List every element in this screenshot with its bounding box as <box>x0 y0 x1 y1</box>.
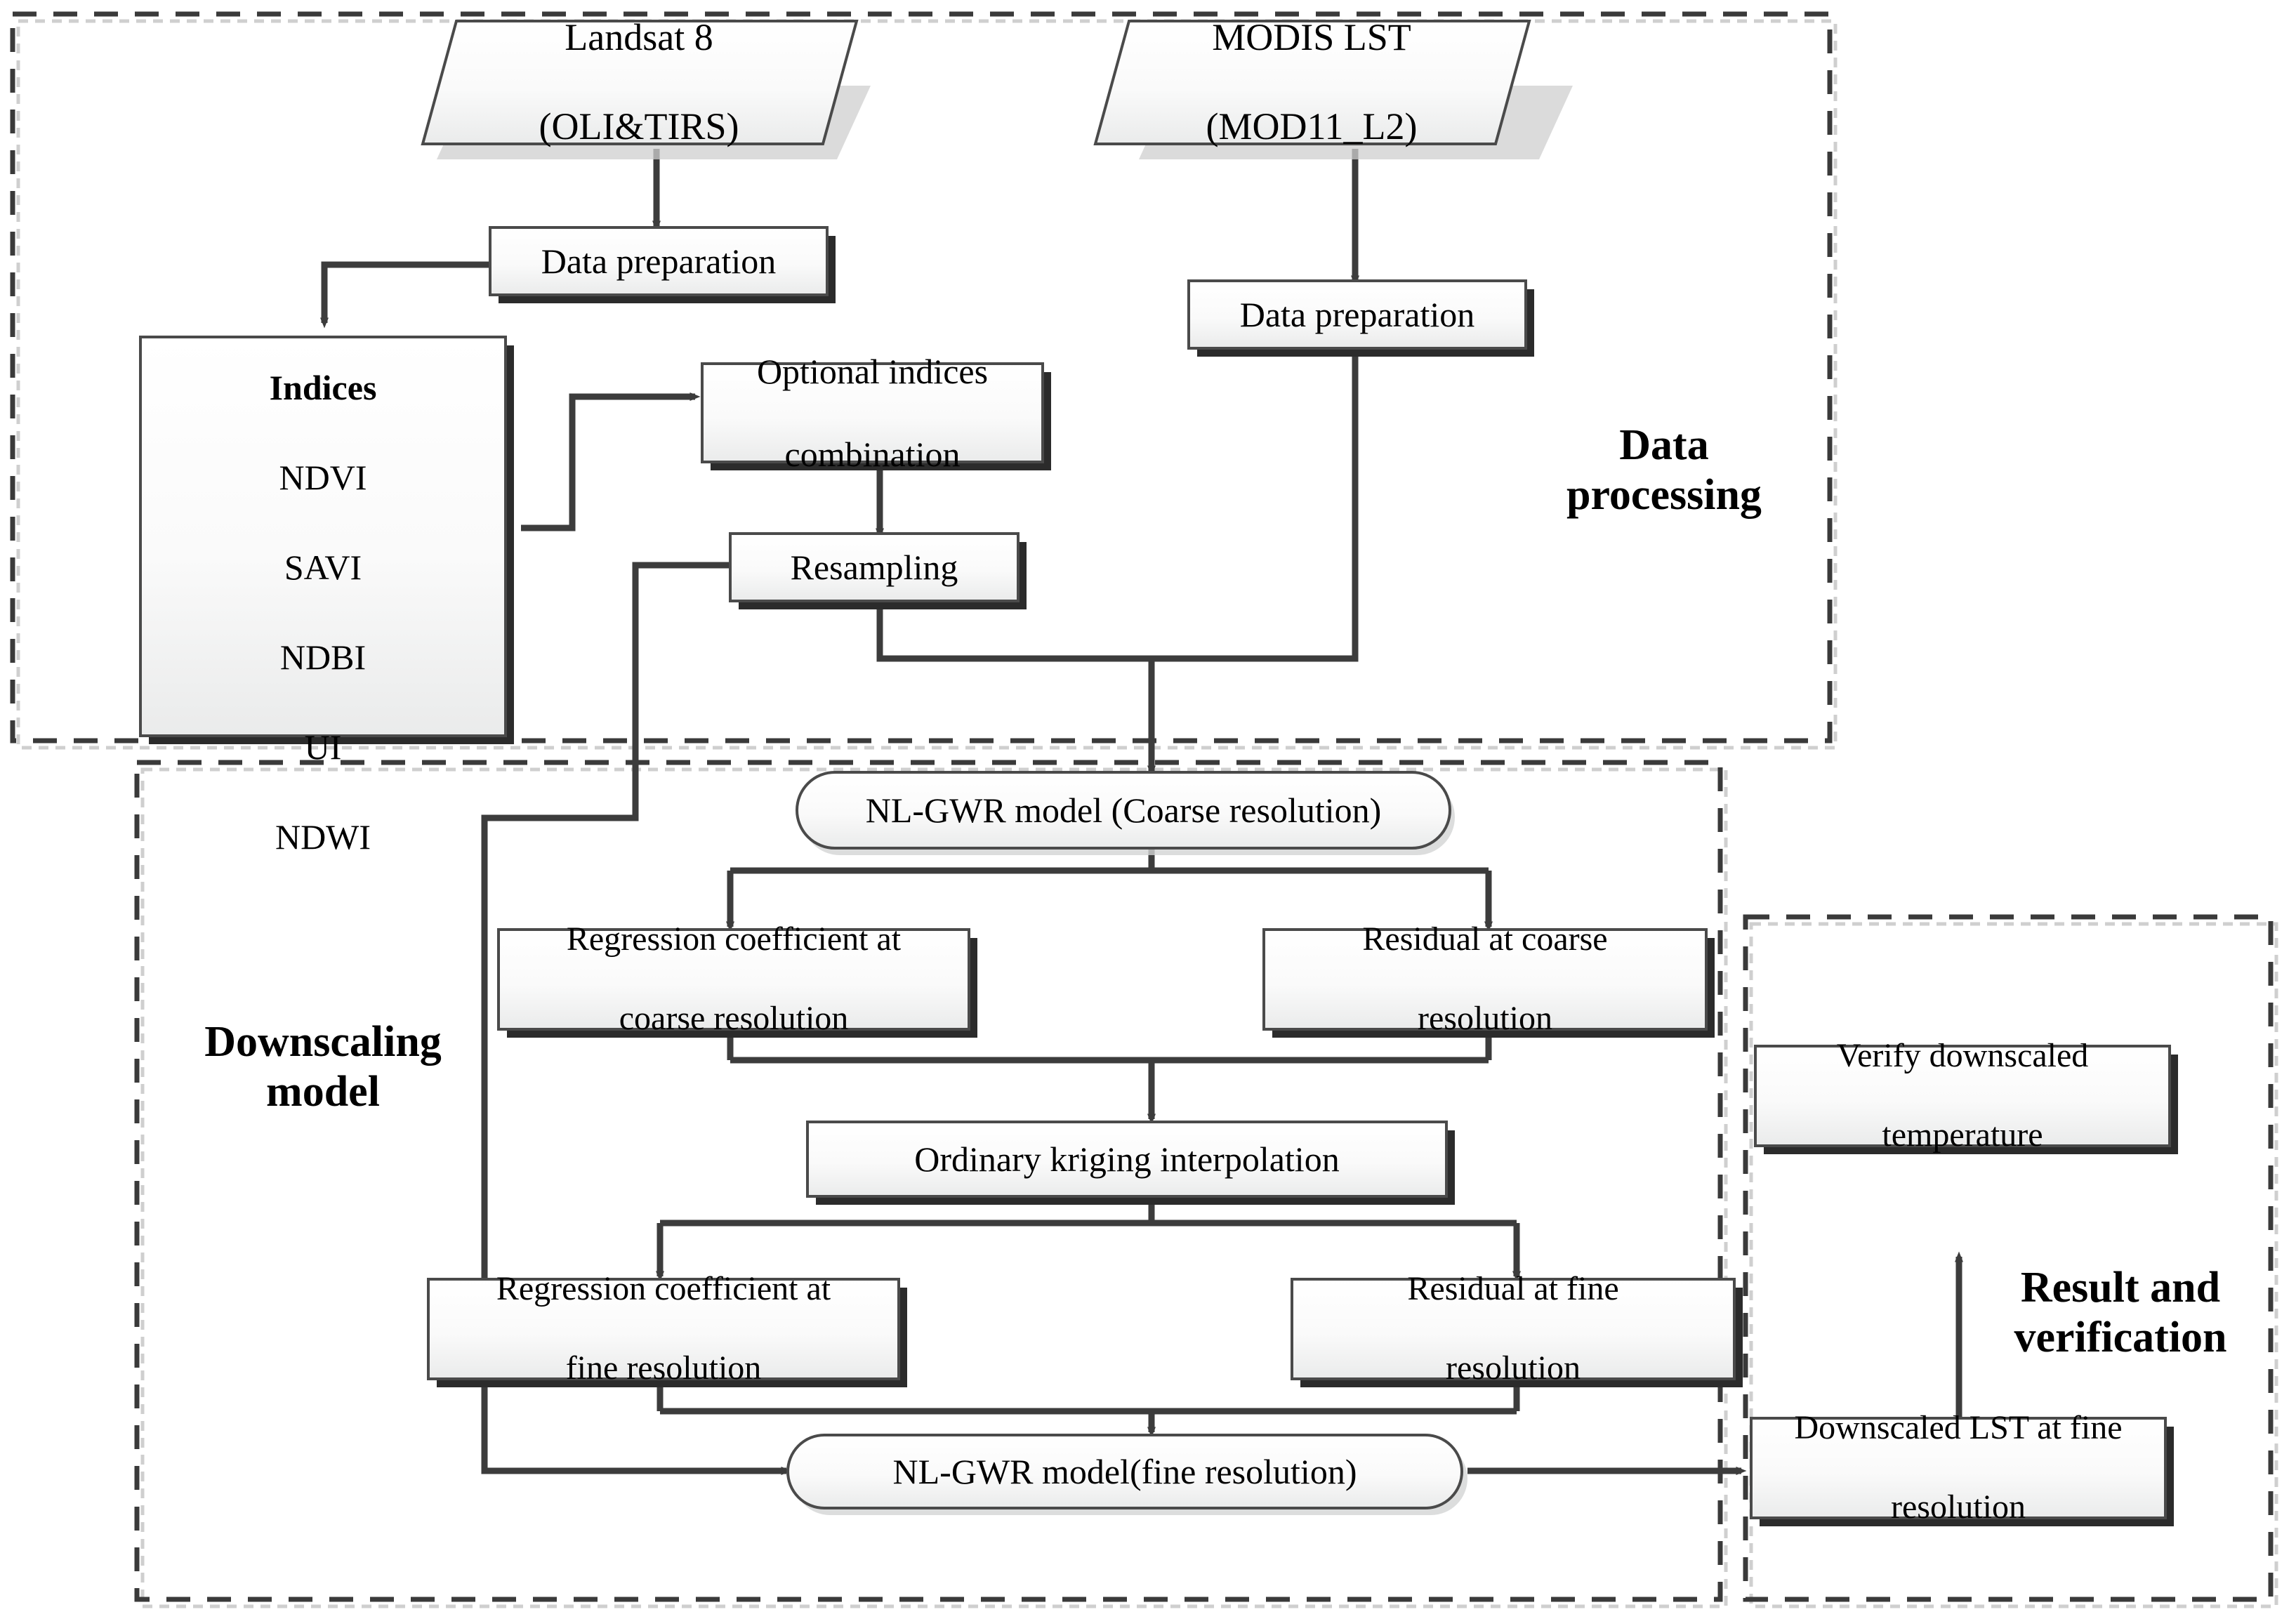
group-label-downscaling-model: Downscaling model <box>158 997 488 1137</box>
edge-prep-right-to-bus <box>1152 330 1359 662</box>
node-residual-coarse[interactable] <box>1262 928 1715 1038</box>
group-downscaling-model <box>134 760 1728 1608</box>
node-nlgwr-coarse[interactable] <box>796 771 1455 855</box>
node-indices[interactable] <box>139 336 514 744</box>
group-downscaling-line2: model <box>266 1068 380 1116</box>
node-data-preparation-left[interactable] <box>489 226 836 303</box>
node-regression-coefficient-fine[interactable] <box>427 1278 907 1387</box>
group-label-result-verification: Result and verification <box>1966 1243 2275 1383</box>
edge-indices-to-optional <box>521 392 701 531</box>
node-data-preparation-right[interactable] <box>1187 279 1534 357</box>
connectors <box>320 149 1963 1475</box>
group-label-data-processing: Data processing <box>1503 400 1826 541</box>
node-resampling[interactable] <box>729 532 1027 609</box>
node-ordinary-kriging[interactable] <box>806 1121 1455 1205</box>
edge-resampling-to-bus <box>876 594 1152 662</box>
group-result-verification <box>1743 914 2278 1608</box>
node-landsat[interactable] <box>421 20 871 159</box>
edge-prep-to-indices <box>320 261 491 329</box>
group-result-line1: Result and <box>2020 1263 2221 1311</box>
node-modis[interactable] <box>1093 20 1573 159</box>
group-downscaling-line1: Downscaling <box>204 1017 442 1066</box>
node-optional-indices-combination[interactable] <box>701 362 1051 470</box>
group-data-processing-line2: processing <box>1566 471 1762 519</box>
node-verify-downscaled-temperature[interactable] <box>1754 1045 2178 1154</box>
node-downscaled-lst[interactable] <box>1750 1417 2174 1526</box>
node-regression-coefficient-coarse[interactable] <box>497 928 977 1038</box>
group-data-processing-line1: Data <box>1619 421 1709 469</box>
node-residual-fine[interactable] <box>1291 1278 1743 1387</box>
node-nlgwr-fine[interactable] <box>786 1434 1467 1515</box>
group-data-processing <box>10 11 1838 750</box>
group-result-line2: verification <box>2014 1314 2227 1361</box>
edge-resampling-to-nlgwr-fine <box>481 562 792 1475</box>
